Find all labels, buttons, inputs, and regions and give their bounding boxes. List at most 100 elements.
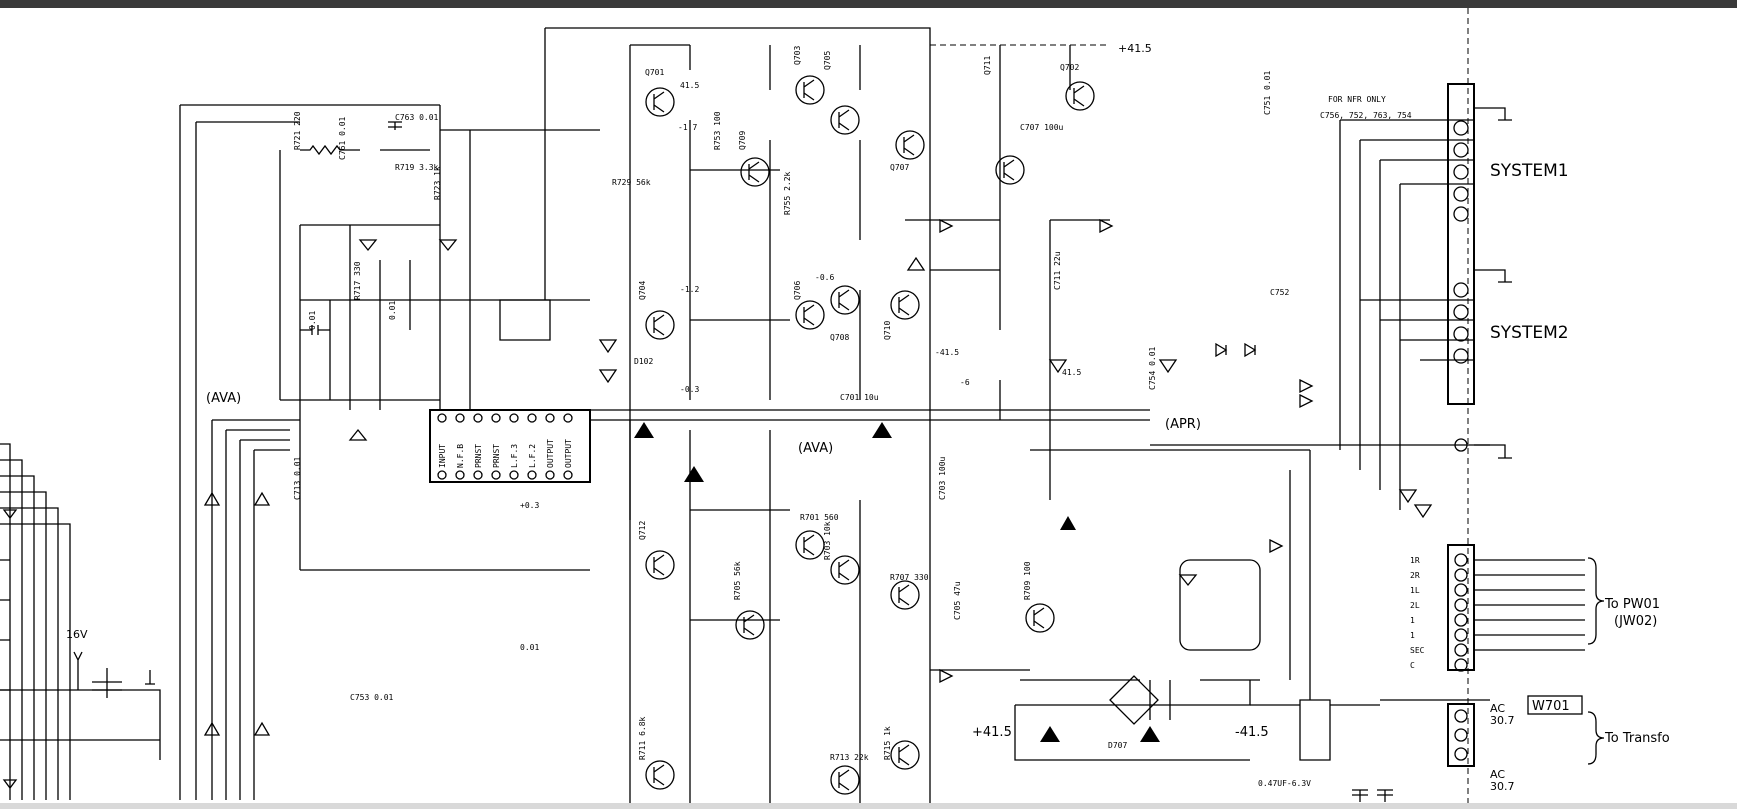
component-label: 0.01	[1263, 71, 1272, 90]
component-label: Q703	[793, 46, 802, 65]
connector-pin	[1453, 120, 1469, 136]
component-label: Q711	[983, 56, 992, 75]
ac-bot-volt: 30.7	[1490, 780, 1515, 793]
connector-pin	[1453, 164, 1469, 180]
connector-pin	[1454, 438, 1468, 452]
ic-pin-top	[545, 413, 555, 423]
left-bus	[0, 443, 161, 800]
transistor-leads	[743, 614, 755, 636]
ic-pin-bottom	[527, 470, 537, 480]
minus-rail-label: -41.5	[1235, 725, 1269, 740]
connector-pin	[1453, 326, 1469, 342]
plus-rail-label: +41.5	[972, 725, 1012, 740]
lower-power-section	[930, 449, 1490, 802]
pw01-pin	[1454, 643, 1468, 657]
component-label: C753 0.01	[350, 693, 394, 702]
component-label: 0.01	[520, 643, 539, 652]
transistor-leads	[803, 79, 815, 101]
pw01-pin	[1454, 628, 1468, 642]
ac-bot-label: AC	[1490, 768, 1505, 781]
pw01-pin-label: SEC	[1410, 646, 1425, 655]
pw01-pin	[1454, 598, 1468, 612]
transfo-connector	[1447, 703, 1475, 767]
component-label: C701 10u	[840, 393, 879, 402]
transistor-symbol	[645, 87, 675, 117]
component-label: C707 100u	[1020, 123, 1064, 132]
voltage-label: -0.3	[680, 385, 699, 394]
pw01-pin-label: 1	[1410, 631, 1415, 640]
cap-list-note: C756, 752, 763, 754	[1320, 111, 1412, 120]
ic-pin-top	[563, 413, 573, 423]
transistor-leads	[838, 769, 850, 791]
transistor-leads	[653, 314, 665, 336]
voltage-label: 41.5	[1062, 368, 1081, 377]
component-label: R705 56k	[733, 561, 742, 600]
ava-mid-label: (AVA)	[798, 441, 833, 456]
component-label: R721 220	[293, 111, 302, 150]
diodes	[598, 218, 1433, 684]
ncp-note: FOR NFR ONLY	[1328, 95, 1386, 104]
voltage-label: -41.5	[935, 348, 959, 357]
system1-label: SYSTEM1	[1490, 161, 1569, 181]
component-label: Q709	[738, 131, 747, 150]
transistor-leads	[898, 294, 910, 316]
component-label: Q706	[793, 281, 802, 300]
ic-pin-label: L.F.2	[528, 444, 537, 468]
component-label: C761 0.01	[338, 116, 347, 160]
component-label: C754 0.01	[1148, 346, 1157, 390]
ic-pin-label: PRNST	[492, 444, 501, 468]
transistor-symbol	[645, 550, 675, 580]
jw02-label: (JW02)	[1614, 614, 1657, 629]
apr-label: (APR)	[1165, 417, 1201, 432]
transistor-symbol	[830, 765, 860, 795]
ic-pin-label: PRNST	[474, 444, 483, 468]
voltage-label: +0.3	[520, 501, 539, 510]
component-label: R753 100	[713, 111, 722, 150]
c-rail-label: +41.5	[1118, 42, 1152, 55]
component-label: R719 3.3k	[395, 163, 439, 172]
transistor-leads	[653, 554, 665, 576]
transistor-symbol	[830, 105, 860, 135]
connector-pin	[1453, 206, 1469, 222]
component-label: Q704	[638, 281, 647, 300]
ic-pin-bottom	[437, 470, 447, 480]
transistor-leads	[903, 134, 915, 156]
left-rails	[179, 104, 440, 800]
transfo-wires	[1454, 709, 1605, 765]
transistor-leads	[838, 109, 850, 131]
component-label: C711 22u	[1053, 251, 1062, 290]
component-label: R703 10k	[823, 521, 832, 560]
pw01-pin-label: 1L	[1410, 586, 1420, 595]
transistor-symbol	[645, 760, 675, 790]
w701-label: W701	[1532, 699, 1570, 714]
pw01-pin	[1454, 553, 1468, 567]
ic-pin-bottom	[491, 470, 501, 480]
transistor-leads	[838, 289, 850, 311]
ic-pin-bottom	[563, 470, 573, 480]
transistor-symbol	[795, 300, 825, 330]
transistor-symbol	[890, 580, 920, 610]
component-label: R707 330	[890, 573, 929, 582]
transistors	[645, 75, 1095, 795]
component-label: R755 2.2k	[783, 171, 792, 215]
ic-pin-bottom	[455, 470, 465, 480]
component-label: 0.01	[308, 311, 317, 330]
transistor-symbol	[1065, 81, 1095, 111]
connector-pin	[1453, 348, 1469, 364]
pw01-pin	[1454, 568, 1468, 582]
component-label: C705 47u	[953, 581, 962, 620]
component-label: R701 560	[800, 513, 839, 522]
pw01-pin	[1454, 613, 1468, 627]
transistor-leads	[898, 584, 910, 606]
pw01-pin	[1454, 658, 1468, 672]
voltage-label: -1.7	[678, 123, 697, 132]
transistor-leads	[653, 91, 665, 113]
component-label: Q710	[883, 321, 892, 340]
voltage-label: -6	[960, 378, 970, 387]
voltage-labels: 41.5-1.7-0.3-1.2-0.6+0.341.5-41.5-6	[520, 81, 1081, 510]
to-transfo-label: To Transfo	[1604, 731, 1670, 746]
transistor-leads	[803, 304, 815, 326]
d707-label: D707	[1108, 741, 1127, 750]
